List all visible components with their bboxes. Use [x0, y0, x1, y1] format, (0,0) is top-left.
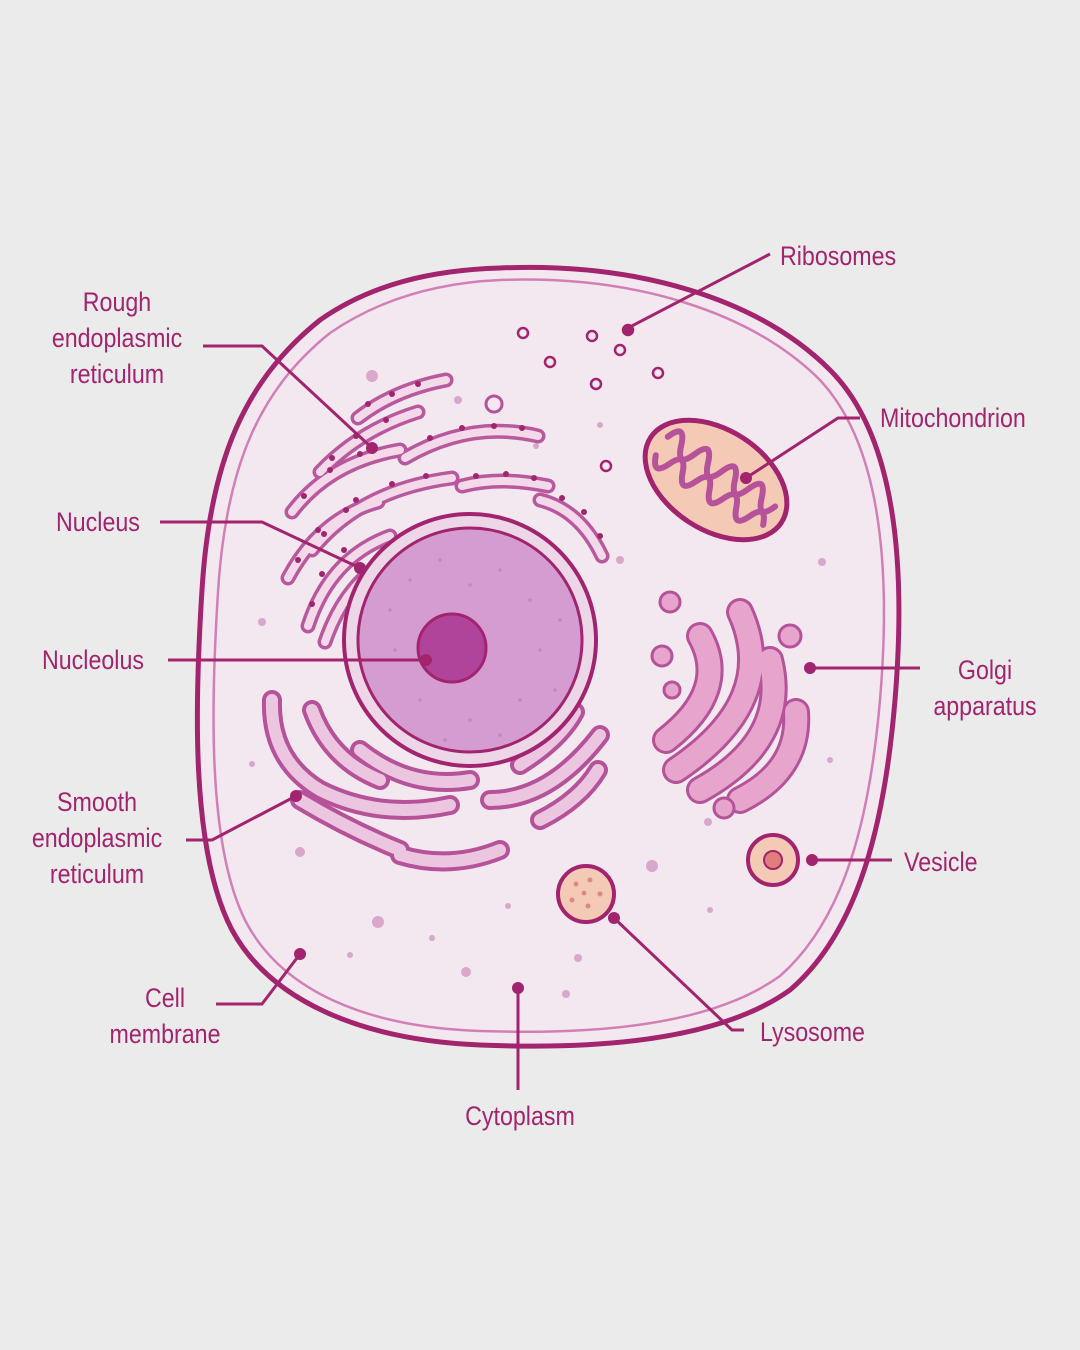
leader-smooth-er: [186, 794, 297, 842]
nucleus: [342, 512, 598, 768]
nucleolus: [416, 612, 488, 684]
leader-lysosome: [612, 916, 744, 1032]
label-rough-er: Rough endoplasmic reticulum: [51, 287, 183, 389]
label-ribosomes: Ribosomes: [780, 241, 897, 271]
label-nucleus: Nucleus: [56, 507, 140, 537]
mitochondrion: [642, 417, 790, 543]
lysosome: [556, 864, 616, 924]
leader-mitochondrion: [745, 416, 860, 480]
label-vesicle: Vesicle: [904, 847, 978, 877]
label-lysosome: Lysosome: [760, 1017, 865, 1047]
label-smooth-er: Smooth endoplasmic reticulum: [31, 787, 163, 889]
leader-endpoints: [290, 324, 818, 994]
leader-nucleus: [160, 520, 361, 570]
label-cell-membrane: Cell membrane: [109, 983, 221, 1049]
leader-lines: [160, 252, 920, 1090]
golgi-apparatus: [650, 590, 811, 820]
leader-rough-er: [203, 344, 374, 450]
leader-ribosomes: [627, 252, 771, 330]
cytoplasm-granules: [249, 370, 833, 998]
free-ribosomes: [516, 323, 665, 473]
label-cytoplasm: Cytoplasm: [465, 1101, 575, 1131]
vesicle: [746, 833, 800, 887]
label-mitochondrion: Mitochondrion: [880, 403, 1026, 433]
label-golgi: Golgi apparatus: [933, 655, 1037, 721]
label-nucleolus: Nucleolus: [42, 645, 144, 675]
leader-cell-membrane: [216, 953, 302, 1006]
